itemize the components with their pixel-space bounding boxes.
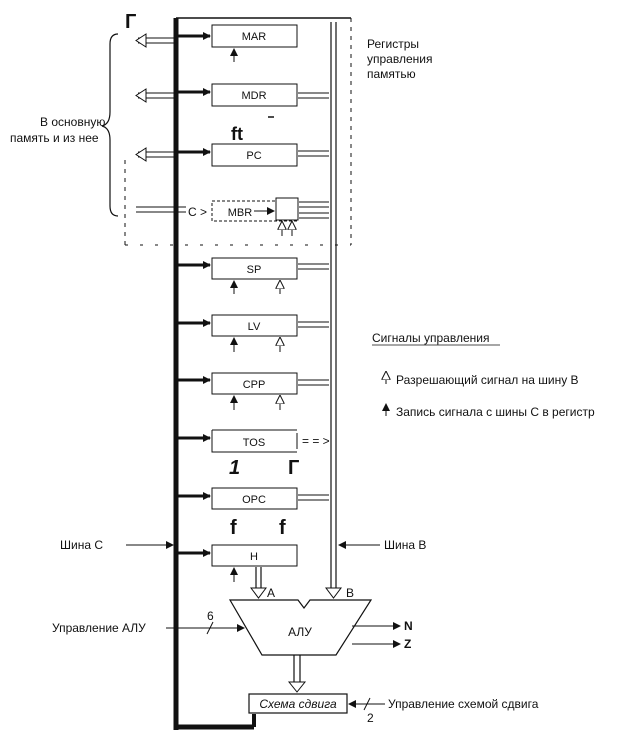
input-b-label: В — [346, 586, 354, 600]
register-lv: LV — [178, 314, 298, 352]
b-bus-outputs — [298, 263, 329, 501]
svg-text:MDR: MDR — [241, 90, 266, 102]
svg-text:LV: LV — [248, 321, 261, 333]
memory-registers-label: Регистры управления памятью — [367, 37, 436, 81]
alu-control-width: 6 — [207, 609, 214, 623]
register-mbr: MBR — [211, 197, 329, 236]
alu: АЛУ — [166, 599, 401, 656]
svg-text:АЛУ: АЛУ — [288, 625, 312, 639]
register-pc: PC — [178, 143, 329, 167]
register-h: H — [178, 544, 298, 599]
bus-c — [173, 17, 351, 730]
alu-to-shifter — [287, 655, 307, 693]
alu-control-label: Управление АЛУ — [52, 621, 146, 635]
svg-text:OPC: OPC — [242, 494, 266, 506]
memory-registers-bracket — [124, 18, 352, 246]
register-mar: MAR — [178, 24, 298, 62]
register-cpp: CPP — [178, 372, 298, 410]
shifter: Схема сдвига — [248, 693, 385, 714]
artifact-top-left: Г — [125, 11, 136, 33]
register-tos: TOS — [178, 429, 298, 453]
control-signals-label: Сигналы управления — [372, 331, 489, 345]
shifter-control-width: 2 — [367, 711, 374, 725]
svg-text:MBR: MBR — [228, 207, 253, 219]
bus-b-label: Шина В — [384, 538, 426, 552]
mbr-c-label: C > — [188, 205, 207, 219]
artifact-tos-right: Г — [288, 457, 299, 479]
legend-c-label: Запись сигнала с шины С в регистр — [396, 405, 595, 419]
bus-c-label: Шина С — [60, 538, 103, 552]
svg-text:H: H — [250, 551, 258, 563]
input-a-label: А — [267, 586, 275, 600]
main-memory-brace — [101, 33, 119, 217]
svg-text:SP: SP — [247, 264, 262, 276]
memory-arrows — [135, 33, 186, 213]
main-memory-label: В основную память и из нее — [10, 115, 109, 145]
shifter-control-label: Управление схемой сдвига — [388, 697, 539, 711]
legend-b-label: Разрешающий сигнал на шину В — [396, 373, 579, 387]
svg-text:PC: PC — [246, 150, 261, 162]
bus-b — [325, 22, 342, 599]
svg-text:Схема сдвига: Схема сдвига — [259, 697, 337, 711]
svg-text:MAR: MAR — [242, 31, 267, 43]
register-opc: OPC — [178, 487, 298, 510]
svg-text:CPP: CPP — [243, 379, 266, 391]
register-mdr: MDR — [178, 83, 329, 118]
artifact-near-pc: ft — [231, 124, 243, 144]
artifact-opc-right: f — [279, 517, 286, 539]
tos-arrow-label: = = > — [302, 434, 330, 448]
artifact-opc-left: f — [230, 517, 237, 539]
register-sp: SP — [178, 257, 298, 294]
flag-n-label: N — [404, 619, 413, 633]
artifact-tos-left: 1 — [229, 457, 240, 479]
flag-z-label: Z — [404, 637, 411, 651]
svg-text:TOS: TOS — [243, 437, 265, 449]
